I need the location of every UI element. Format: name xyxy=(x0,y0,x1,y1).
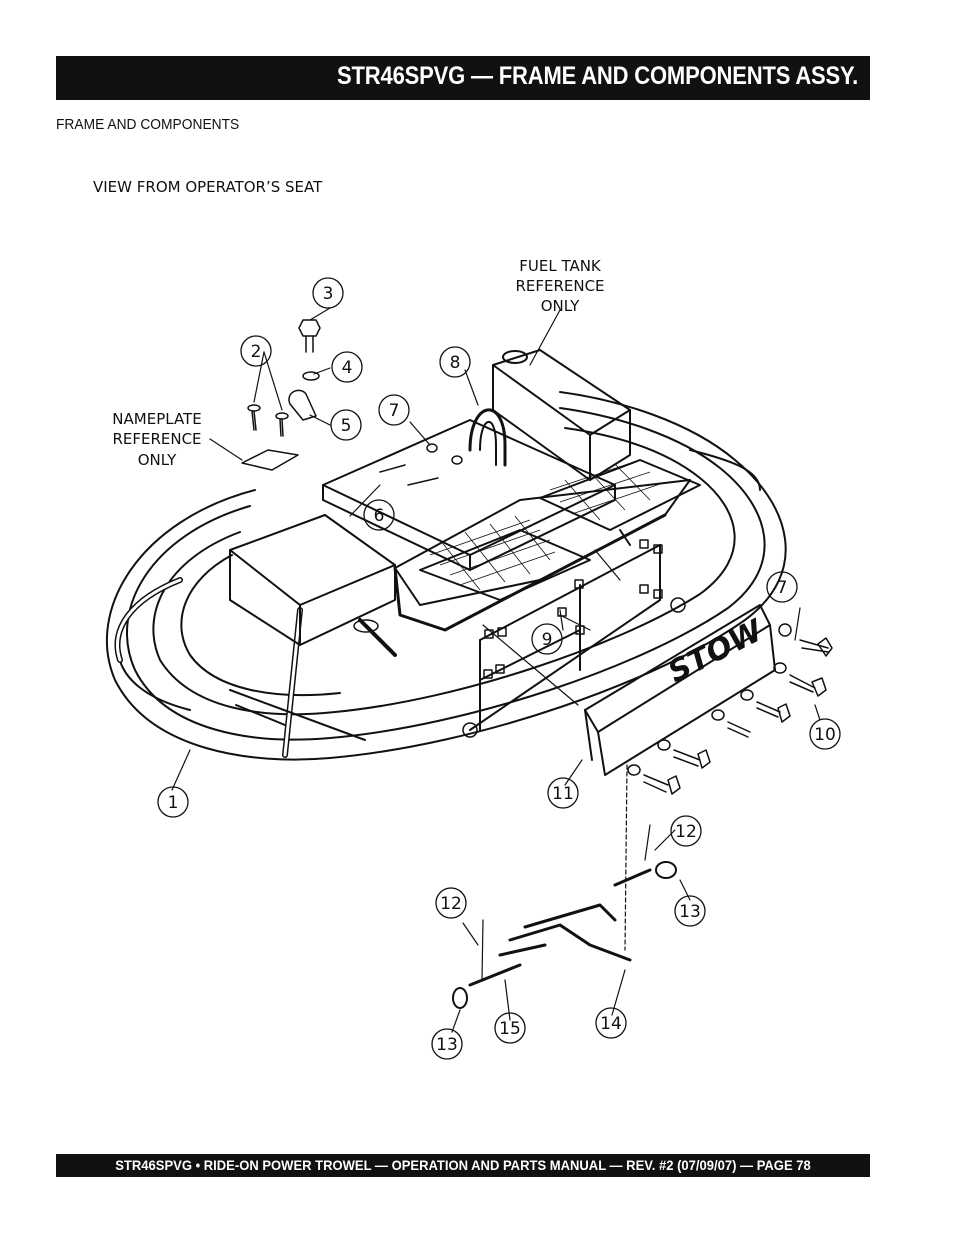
callout-1: 1 xyxy=(168,793,179,813)
callout-12-right: 12 xyxy=(675,822,697,842)
callout-4: 4 xyxy=(342,358,353,378)
page-title: STR46SPVG — FRAME AND COMPONENTS ASSY. xyxy=(337,62,858,90)
callout-6: 6 xyxy=(374,506,385,526)
callout-12-left: 12 xyxy=(440,894,462,914)
callout-3: 3 xyxy=(323,284,334,304)
stow-logo: STOW xyxy=(663,612,770,690)
svg-text:REFERENCE: REFERENCE xyxy=(112,430,201,448)
callout-15: 15 xyxy=(499,1019,521,1039)
header-bar: STR46SPVG — FRAME AND COMPONENTS ASSY. xyxy=(56,56,870,100)
view-label: VIEW FROM OPERATOR’S SEAT xyxy=(93,178,323,196)
frame-assembly-diagram: STOW VIEW FROM OPERATOR’S SEAT FUEL TANK… xyxy=(93,178,841,1060)
callout-circles xyxy=(157,277,841,1060)
svg-text:REFERENCE: REFERENCE xyxy=(515,277,604,295)
callout-11: 11 xyxy=(552,784,574,804)
callout-10: 10 xyxy=(814,725,836,745)
footer-bar: STR46SPVG • RIDE-ON POWER TROWEL — OPERA… xyxy=(56,1154,870,1177)
callout-13-right: 13 xyxy=(679,902,701,922)
guard-ring xyxy=(105,391,787,761)
callout-labels: 1 2 3 4 5 6 7 7 8 9 10 11 12 12 13 13 14… xyxy=(168,284,836,1055)
fuel-tank-note: FUEL TANK REFERENCE ONLY xyxy=(515,257,604,315)
grating-mesh xyxy=(429,459,661,591)
callout-7-side: 7 xyxy=(777,578,788,598)
svg-text:FUEL TANK: FUEL TANK xyxy=(519,257,602,275)
footer-text: STR46SPVG • RIDE-ON POWER TROWEL — OPERA… xyxy=(115,1157,811,1173)
callout-13-left: 13 xyxy=(436,1035,458,1055)
callout-9: 9 xyxy=(542,630,553,650)
callout-8: 8 xyxy=(450,353,461,373)
callout-2: 2 xyxy=(251,342,262,362)
svg-text:ONLY: ONLY xyxy=(541,297,580,315)
section-heading: FRAME AND COMPONENTS xyxy=(56,116,240,133)
svg-text:STOW: STOW xyxy=(663,612,770,690)
callout-14: 14 xyxy=(600,1014,622,1034)
hardware xyxy=(247,319,833,795)
callout-7-top: 7 xyxy=(389,401,400,421)
callout-5: 5 xyxy=(341,416,352,436)
nameplate-note: NAMEPLATE REFERENCE ONLY xyxy=(112,410,201,469)
svg-text:ONLY: ONLY xyxy=(138,451,177,469)
svg-text:NAMEPLATE: NAMEPLATE xyxy=(112,410,201,428)
